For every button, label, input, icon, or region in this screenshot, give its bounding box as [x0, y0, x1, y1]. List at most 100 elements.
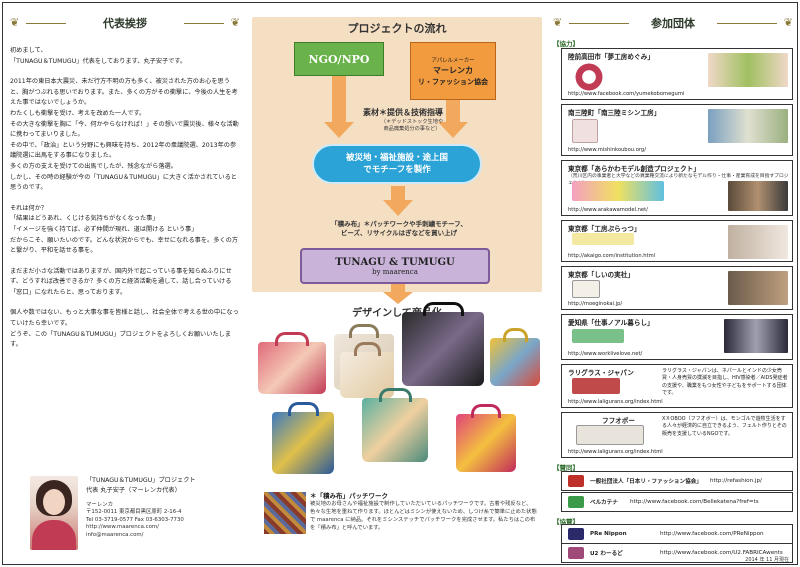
greeting-column: ❦ 代表挨拶 ❦ 初めまして、 「TUNAGU＆TUMUGU」代表をしております…: [10, 12, 240, 557]
divider: [26, 23, 66, 24]
divider: [184, 23, 224, 24]
arrow-down-icon: [324, 122, 354, 138]
bag-photo: [490, 328, 540, 386]
design-label: デザインして商品化: [352, 308, 442, 319]
org-url[interactable]: http://www.facebook.com/yumekobomegumi: [568, 91, 685, 97]
flow-arrow: [391, 284, 405, 294]
sponsor-row: U2 わーるど http://www.facebook.com/U2.FABRI…: [561, 543, 793, 563]
patchwork-note: ＊「積み布」パッチワーク 被災地のお母さんや福祉施設で制作していただいているパッ…: [264, 490, 537, 558]
greeting-paragraph: 個人や数ではない、もっと大事な事を皆様と話し、社会全体で考える世の中になっていけ…: [10, 309, 239, 349]
org-logo: [576, 425, 644, 445]
category-support: 【賛同】: [553, 464, 579, 472]
project-name: 「TUNAGU＆TUMUGU」プロジェクト: [86, 477, 196, 484]
supporter-name: ベルカテナ: [590, 500, 618, 506]
category-sponsor: 【協賛】: [553, 518, 579, 526]
material-note: （＊デッドストック生地や 商品廃棄処分の事など）: [380, 119, 444, 132]
participants-title: 参加団体: [651, 17, 695, 30]
org-photo: [728, 271, 788, 305]
org-url[interactable]: http://www.mishinkoubou.org/: [568, 147, 646, 153]
ornament-icon: ❦: [783, 16, 793, 29]
ornament-icon: ❦: [553, 16, 563, 29]
org-photo: [728, 181, 788, 211]
org-name: フフオボー: [602, 417, 635, 425]
org-name: 南三陸町「南三陸ミシン工房」: [568, 109, 661, 117]
org-name: 東京都「あらかわモデル創造プロジェクト」: [568, 165, 700, 173]
org-url[interactable]: http://www.arakawamodel.net/: [568, 207, 648, 213]
bag-photo: [456, 404, 516, 472]
supporter-name: 一般社団法人「日本リ・ファッション協会」: [590, 479, 702, 485]
greeting-title: 代表挨拶: [103, 17, 147, 30]
greeting-paragraph: まだまだ小さな活動ではありますが、国内外で起こっている事を知らぬふりにせず、どう…: [10, 267, 232, 296]
org-photo: [728, 225, 788, 259]
representative-photo: [30, 476, 78, 550]
org-card: 南三陸町「南三陸ミシン工房」 http://www.mishinkoubou.o…: [561, 104, 793, 156]
sponsor-logo: [568, 528, 584, 540]
org-name: 東京都「工房ぷらっつ」: [568, 225, 641, 233]
org-url[interactable]: http://www.laligurans.org/index.html: [568, 449, 663, 455]
org-url[interactable]: http://moeginokai.jp/: [568, 301, 623, 307]
category-cooperation: 【協力】: [553, 40, 579, 48]
org-logo: [572, 280, 600, 298]
org-name: ラリグラス・ジャパン: [568, 369, 634, 377]
flow-title: プロジェクトの流れ: [347, 22, 447, 35]
sponsor-row: PRe Nippon http://www.facebook.com/PReNi…: [561, 524, 793, 544]
sponsor-name: U2 わーるど: [590, 551, 623, 557]
flow-arrow: [391, 186, 405, 202]
bag-photo: [272, 402, 334, 474]
greeting-section-header: ❦ 代表挨拶 ❦: [10, 12, 240, 34]
participants-column: ❦ 参加団体 ❦ 【協力】 陸前高田市「夢工房めぐみ」 http://www.f…: [553, 12, 793, 563]
patchwork-description: 被災地のお母さんや福祉施設で制作していただいているパッチワークです。古着や残反な…: [310, 501, 537, 531]
supporter-row: ベルカテナ http://www.facebook.com/Bellekaten…: [561, 492, 793, 512]
divider: [717, 23, 777, 24]
bag-photo: [402, 302, 484, 386]
arrow-down-icon: [383, 200, 413, 216]
divider: [569, 23, 629, 24]
sponsor-url[interactable]: http://www.facebook.com/PReNippon: [660, 531, 764, 537]
org-description: ラリグラス・ジャパンは、ネパールとインドの少女売買・人身売買の撲滅を目指し、HI…: [662, 368, 788, 397]
org-logo: [572, 378, 620, 394]
arrow-down-icon: [383, 292, 413, 304]
org-card: 東京都「しいの実社」 http://moeginokai.jp/: [561, 266, 793, 310]
org-card: 愛知県「仕事ノアル暮らし」 http://www.worklivelove.ne…: [561, 314, 793, 360]
greeting-text: 初めまして、 「TUNAGU＆TUMUGU」代表をしております、丸子安子です。 …: [10, 46, 240, 351]
representative-name: 代表 丸子安子（マーレンカ代表）: [86, 487, 181, 494]
supporter-logo: [568, 496, 584, 508]
bag-photo: [258, 332, 326, 394]
org-logo: [572, 233, 634, 245]
ornament-icon: ❦: [10, 16, 20, 29]
sponsor-logo: [568, 547, 584, 559]
bag-photo: [362, 388, 428, 462]
org-url[interactable]: http://www.worklivelove.net/: [568, 351, 643, 357]
company-phone: Tel 03-3719-0577 Fax 03-6303-7730: [86, 516, 184, 523]
sponsor-url[interactable]: http://www.facebook.com/U2.FABRICAwents: [660, 550, 783, 556]
org-description: XＸOBOO（フフオボー）は、モンゴルで遊牧生活をする人々が経済的に自立できるよ…: [662, 416, 787, 437]
purchase-process: 「積み布」＊パッチワークや手刺繍モチーフ、 ビーズ、リサイクルはぎなどを買い上げ: [331, 220, 467, 237]
supporter-url[interactable]: http://refashion.jp/: [710, 478, 762, 484]
org-photo: [724, 319, 788, 353]
org-logo: [572, 63, 606, 91]
org-card: フフオボー XＸOBOO（フフオボー）は、モンゴルで遊牧生活をする人々が経済的に…: [561, 412, 793, 458]
org-card: ラリグラス・ジャパン ラリグラス・ジャパンは、ネパールとインドの少女売買・人身売…: [561, 364, 793, 408]
patchwork-photo: [264, 492, 306, 534]
company-email[interactable]: info@maarenca.com/: [86, 531, 144, 538]
org-name: 陸前高田市「夢工房めぐみ」: [568, 53, 654, 61]
supporter-url[interactable]: http://www.facebook.com/Bellekatena?fref…: [630, 499, 759, 505]
org-photo: [708, 109, 788, 143]
org-url[interactable]: http://www.laligurans.org/index.html: [568, 399, 663, 405]
org-card: 東京都「あらかわモデル創造プロジェクト」 （荒川区内の事業者と大学などの異業種交…: [561, 160, 793, 216]
org-card: 陸前高田市「夢工房めぐみ」 http://www.facebook.com/yu…: [561, 48, 793, 100]
greeting-paragraph: 初めまして、 「TUNAGU＆TUMUGU」代表をしております、丸子安子です。: [10, 47, 187, 65]
ornament-icon: ❦: [230, 16, 240, 29]
org-name: 東京都「しいの実社」: [568, 271, 634, 279]
ngo-box: NGO/NPO: [294, 42, 384, 76]
company-address: 〒152-0011 東京都目黒区原町 2-16-4: [86, 509, 182, 516]
org-photo: [708, 53, 788, 87]
org-url[interactable]: http://akaigo.com/institution.html: [568, 253, 656, 259]
profile-text: 「TUNAGU＆TUMUGU」プロジェクト 代表 丸子安子（マーレンカ代表） マ…: [86, 476, 196, 539]
representative-profile: 「TUNAGU＆TUMUGU」プロジェクト 代表 丸子安子（マーレンカ代表） マ…: [10, 476, 240, 556]
org-logo: [572, 329, 624, 343]
supporter-logo: [568, 475, 584, 487]
company-website[interactable]: http://www.maarenca.com/: [86, 524, 159, 531]
brand-box: TUNAGU & TUMUGU by maarenca: [300, 248, 490, 284]
